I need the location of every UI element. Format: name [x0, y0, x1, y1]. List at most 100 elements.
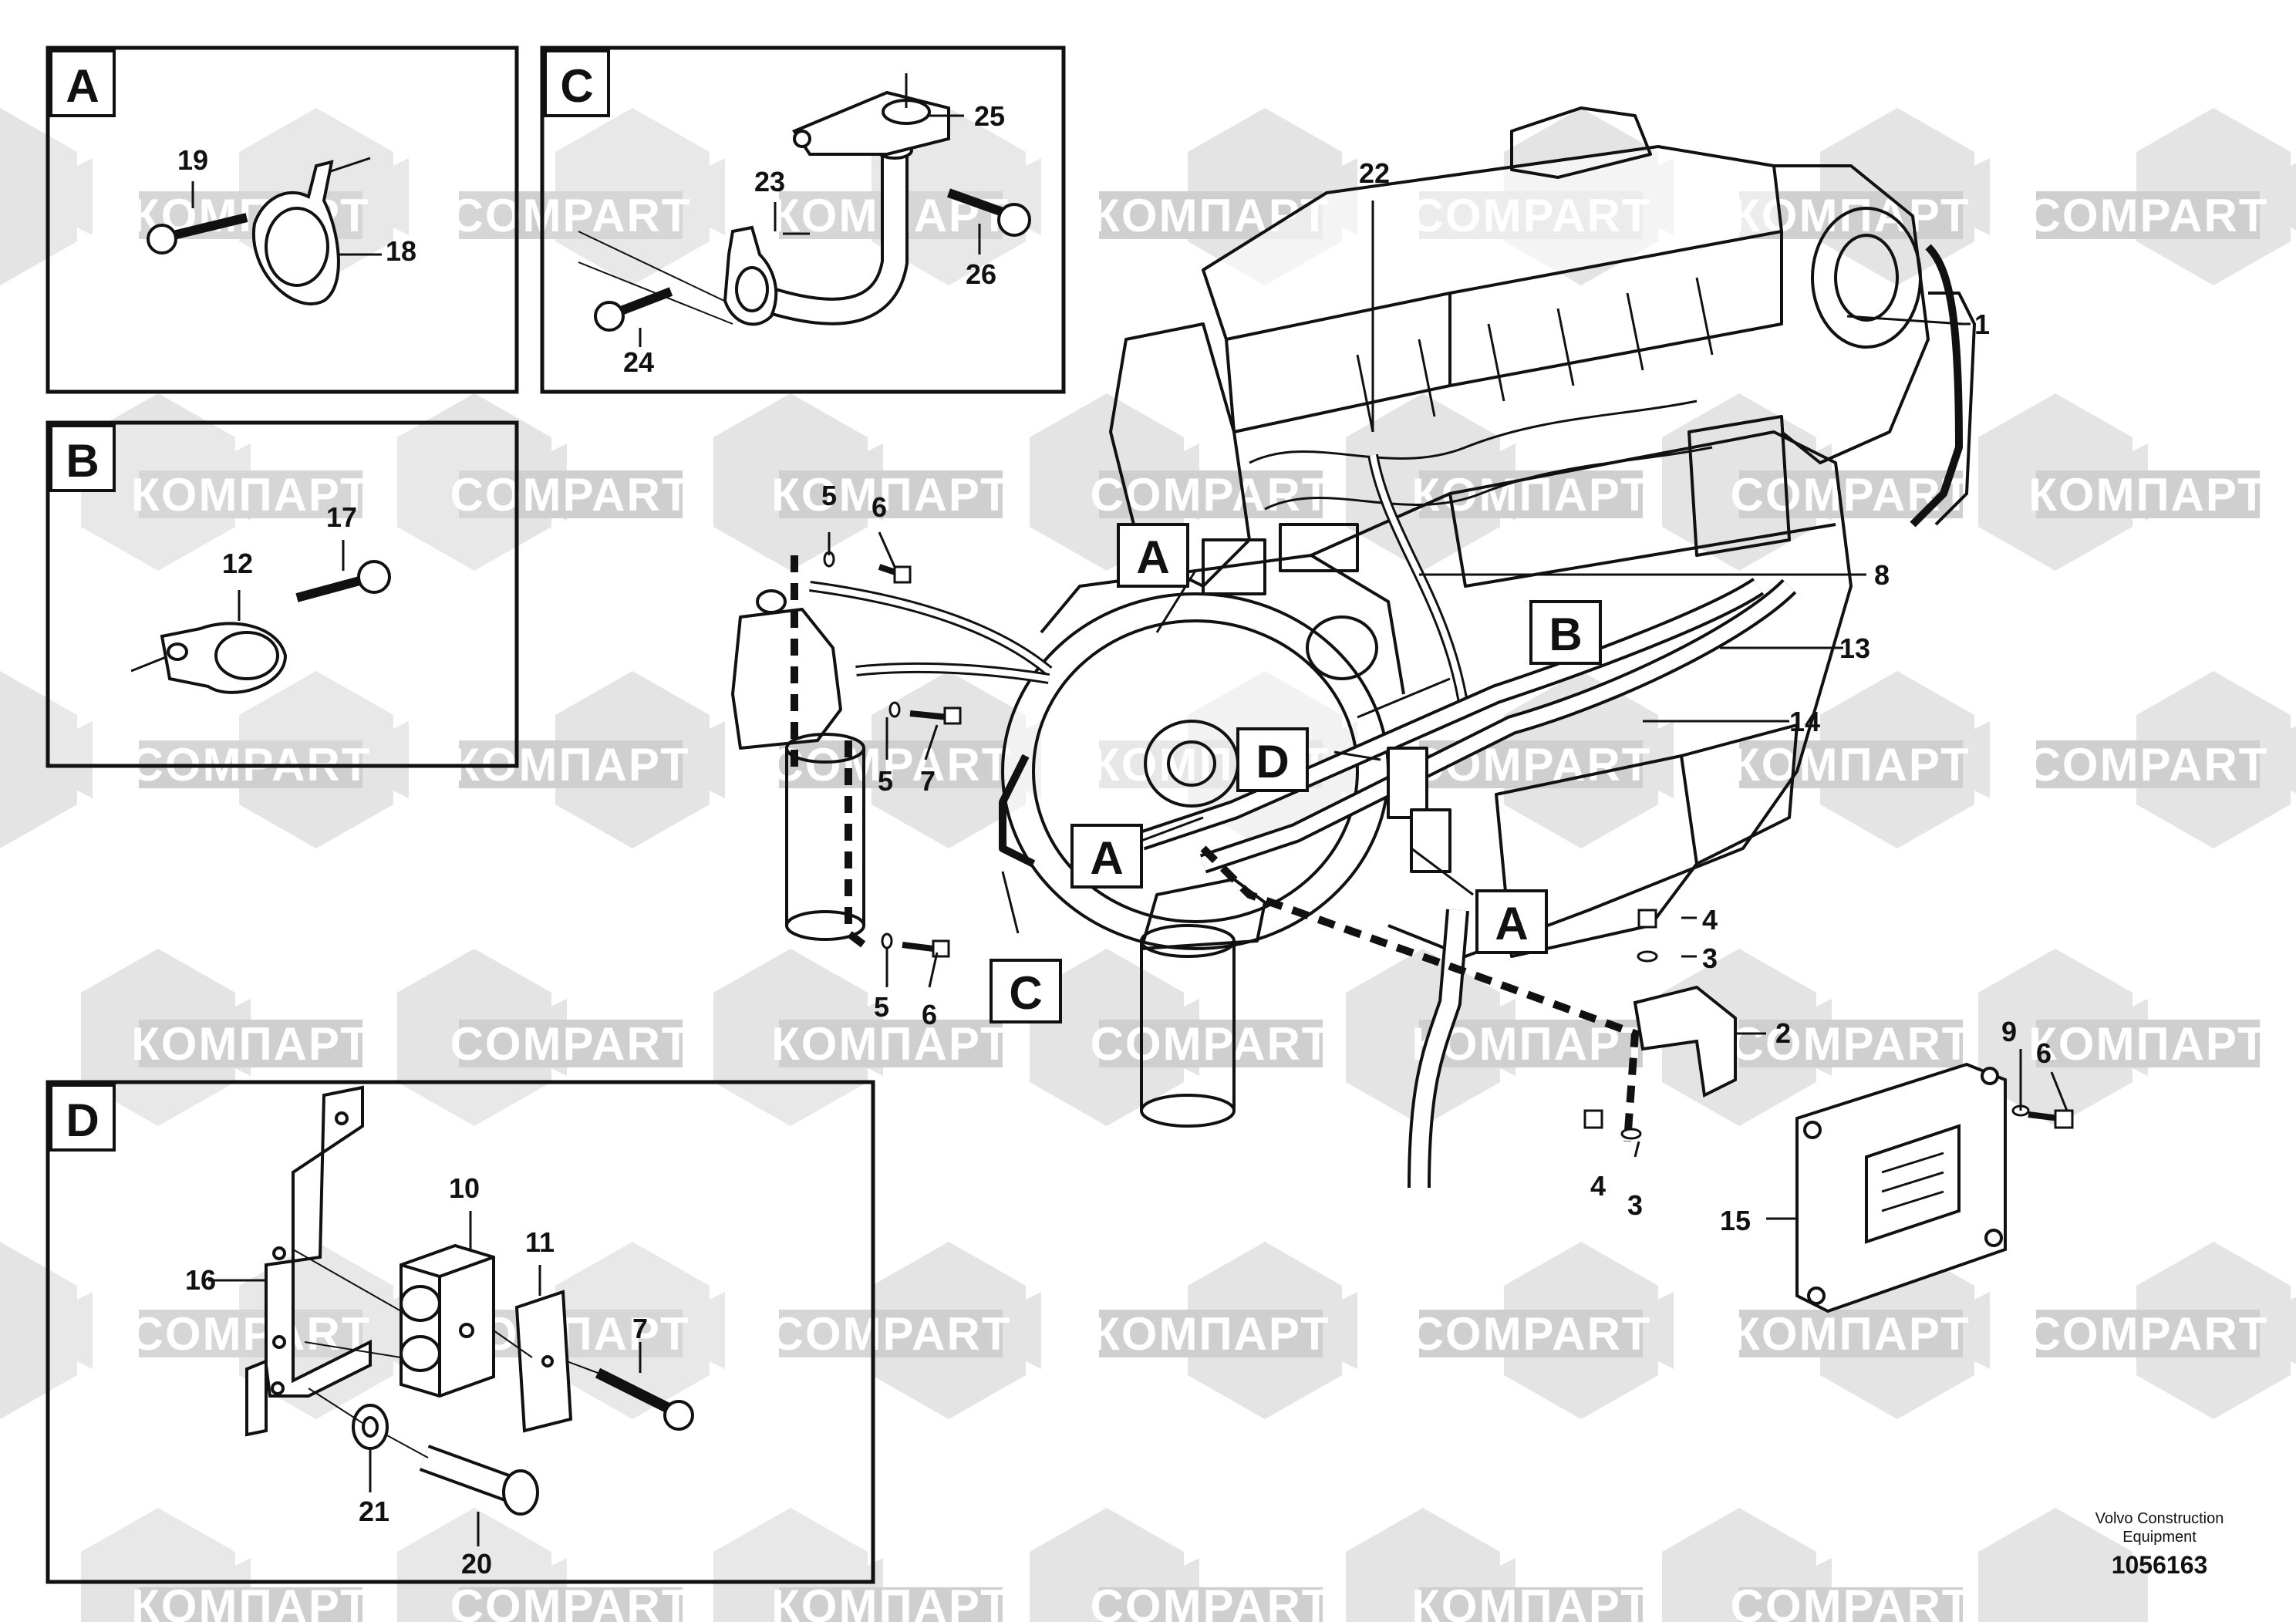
watermark-text: КОМПАРТ — [2028, 1018, 2267, 1070]
maker-name-line2: Equipment — [2122, 1529, 2197, 1546]
detail-box-a: A 19 18 — [46, 46, 519, 394]
part-number: 14 — [1789, 706, 1820, 737]
detail-letter: D — [66, 1094, 99, 1146]
watermark-text: COMPART — [450, 1580, 692, 1622]
watermark-text: COMPART — [1411, 1308, 1652, 1360]
part-number: 7 — [920, 765, 936, 797]
watermark-text: КОМПАРТ — [131, 1580, 370, 1622]
watermark-text: КОМПАРТ — [771, 1018, 1010, 1070]
part-number: 7 — [632, 1313, 648, 1344]
watermark-text: КОМПАРТ — [131, 1018, 370, 1070]
watermark-text: COMPART — [130, 1308, 372, 1360]
part-number: 6 — [2036, 1037, 2052, 1069]
flange-25-icon — [791, 73, 964, 156]
detail-letter: B — [66, 435, 99, 487]
bolt-24-icon — [594, 287, 673, 332]
watermark-text: КОМПАРТ — [131, 469, 370, 521]
clamp-block-10-icon — [400, 1243, 495, 1398]
ecu-unit — [1795, 1062, 2007, 1313]
watermark-text: КОМПАРТ — [1731, 739, 1971, 791]
part-number: 23 — [754, 166, 785, 197]
watermark-text: КОМПАРТ — [2028, 469, 2267, 521]
watermark-text: COMPART — [450, 1018, 692, 1070]
detail-letter: A — [66, 60, 99, 112]
detail-box-b: B 17 12 — [46, 420, 519, 768]
watermark-text: COMPART — [770, 739, 1012, 791]
engine-assembly — [731, 106, 1976, 1189]
callout-letter: B — [1549, 609, 1582, 660]
callout-box-d: D — [1236, 727, 1309, 792]
part-number: 3 — [1702, 943, 1718, 974]
bolt-7-icon — [595, 1367, 694, 1431]
watermark-text: COMPART — [1731, 469, 1972, 521]
part-number: 18 — [386, 235, 416, 267]
callout-box-b: B — [1529, 600, 1602, 665]
clamp-18-icon — [251, 157, 371, 305]
watermark-text: COMPART — [1091, 1018, 1332, 1070]
detail-box-c: C 25 23 26 24 — [540, 46, 1066, 394]
dashed-routing-lines — [791, 555, 1640, 1142]
callout-letter: D — [1256, 736, 1289, 787]
part-number: 19 — [177, 144, 208, 176]
watermark-text: COMPART — [1731, 1580, 1972, 1622]
part-number: 20 — [461, 1548, 492, 1580]
watermark-text: КОМПАРТ — [771, 469, 1010, 521]
bolt-17-icon — [295, 560, 391, 602]
main-part-numbers: 1 22 8 13 14 5 6 5 7 5 6 4 3 2 4 3 9 6 1… — [821, 157, 2052, 1236]
callout-letter: A — [1090, 832, 1123, 884]
maker-name-line1: Volvo Construction — [2095, 1510, 2224, 1527]
part-number: 1 — [1974, 309, 1990, 340]
part-number: 10 — [449, 1172, 480, 1204]
part-number: 26 — [966, 258, 996, 290]
part-number: 24 — [623, 346, 654, 378]
detail-letter: C — [560, 60, 593, 112]
watermark-text: COMPART — [2028, 1308, 2269, 1360]
callout-box-a-right: A — [1475, 889, 1548, 954]
part-number: 4 — [1702, 904, 1718, 936]
part-number: 8 — [1874, 559, 1890, 591]
part-number: 5 — [821, 480, 837, 511]
drawing-number: 1056163 — [2112, 1551, 2208, 1579]
part-number: 5 — [878, 765, 893, 797]
plate-11-icon — [514, 1290, 573, 1433]
watermark-text: КОМПАРТ — [1091, 1308, 1330, 1360]
watermark-text: COMPART — [450, 190, 692, 241]
callout-letter: A — [1136, 531, 1169, 583]
part-number: 9 — [2001, 1016, 2017, 1047]
part-number: 11 — [525, 1226, 555, 1258]
watermark-text: КОМПАРТ — [771, 1580, 1010, 1622]
clamp-12-icon — [130, 622, 288, 694]
clamp-23-icon — [723, 225, 778, 326]
part-number: 13 — [1839, 632, 1870, 664]
part-number: 4 — [1590, 1170, 1606, 1202]
part-number: 6 — [922, 999, 937, 1030]
bolt-19-icon — [147, 213, 248, 255]
part-number: 12 — [222, 548, 253, 579]
part-number: 6 — [872, 491, 887, 523]
watermark-text: COMPART — [450, 469, 692, 521]
detail-box-d: D 10 11 16 — [46, 1080, 875, 1584]
screw-20-icon — [419, 1445, 539, 1516]
part-number: 3 — [1627, 1189, 1643, 1221]
watermark-text: COMPART — [1091, 1580, 1332, 1622]
callout-box-a-mid: A — [1070, 824, 1143, 889]
watermark-text: КОМПАРТ — [1731, 1308, 1971, 1360]
drawing-footer: Volvo Construction Equipment 1056163 — [2095, 1510, 2224, 1579]
part-number: 15 — [1720, 1205, 1751, 1236]
part-number: 2 — [1775, 1017, 1791, 1049]
part-number: 16 — [185, 1264, 216, 1296]
part-number: 17 — [326, 501, 357, 533]
watermark-text: COMPART — [1731, 1018, 1972, 1070]
part-number: 25 — [974, 100, 1005, 132]
watermark-text: COMPART — [2028, 190, 2269, 241]
callout-box-c: C — [990, 959, 1062, 1023]
leader-lines — [828, 201, 2068, 1220]
callout-letter: A — [1495, 898, 1528, 949]
callout-letter: C — [1009, 967, 1042, 1019]
part-number: 5 — [874, 991, 889, 1023]
bolt-26-icon — [946, 188, 1031, 237]
callout-box-a-top: A — [1117, 523, 1189, 588]
watermark-text: COMPART — [2028, 739, 2269, 791]
washer-21-icon — [352, 1404, 389, 1450]
